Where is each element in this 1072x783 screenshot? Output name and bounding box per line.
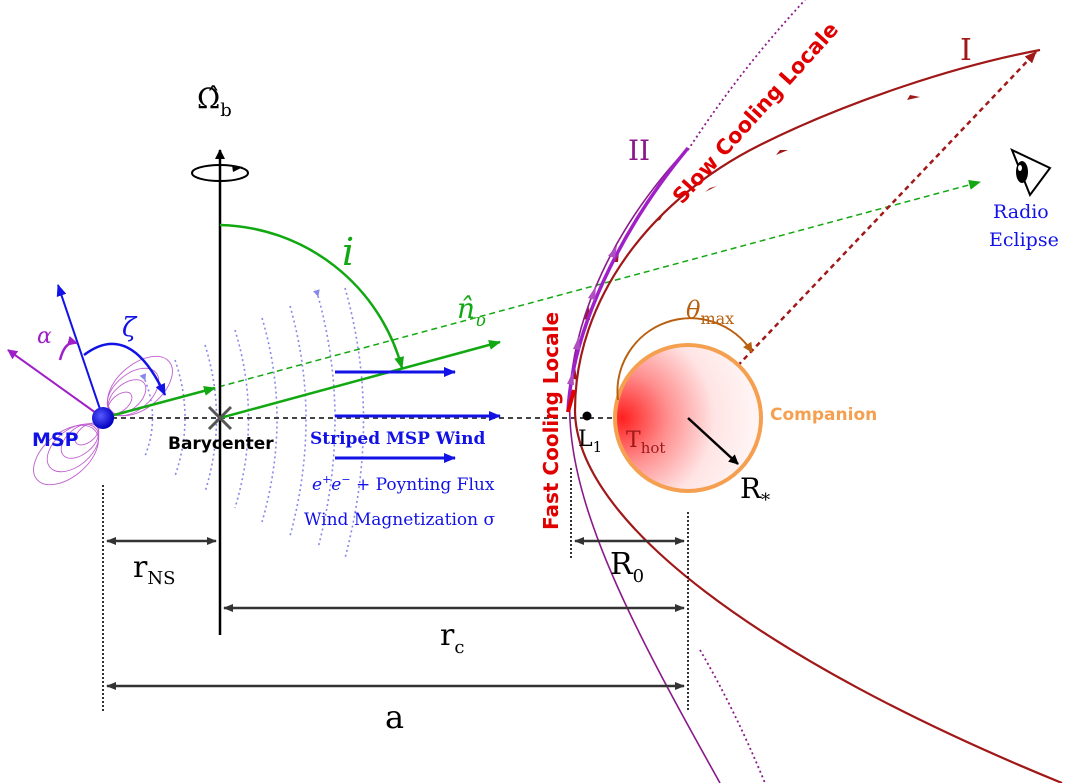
fast-cooling-tip (566, 389, 576, 413)
companion-label: Companion (770, 405, 877, 425)
dimension-guides (102, 468, 689, 712)
msp-label: MSP (32, 429, 79, 451)
zeta-arc (83, 342, 167, 396)
radio-label-2: Eclipse (989, 229, 1059, 251)
alpha-label: α (37, 324, 52, 349)
branch-two-curve (568, 147, 721, 783)
barycenter-label: Barycenter (168, 434, 274, 454)
wind-magnetization-label: Wind Magnetization σ (304, 510, 495, 530)
a-label: a (385, 698, 404, 736)
r-zero-label: R0 (610, 547, 644, 587)
l1-label: L1 (578, 427, 602, 456)
branch-one-label: I (960, 33, 972, 68)
r-ns-label: rNS (133, 550, 175, 589)
r-star-label: R* (740, 472, 770, 511)
inclination-arc (219, 223, 404, 369)
line-of-sight (102, 180, 981, 419)
eye-icon (1010, 148, 1052, 198)
l1-point (582, 411, 592, 421)
spin-axis (56, 284, 104, 419)
barycenter-marker (207, 405, 233, 431)
r-star-arrow (687, 417, 739, 465)
radio-label-1: Radio (993, 201, 1049, 223)
branch-one-curve (573, 48, 1063, 783)
branch-two-label: II (628, 134, 650, 167)
magnetic-axis (7, 349, 104, 419)
msp-star (92, 407, 114, 429)
t-hot-label: Thot (626, 428, 665, 457)
rotation-icon (191, 164, 249, 182)
wind-title: Striped MSP Wind (310, 429, 485, 449)
slow-cooling-label: Slow Cooling Locale (668, 17, 843, 208)
n-hat-label: n̂υ (457, 292, 486, 331)
wind-arcs (139, 287, 365, 559)
r-c-label: rc (440, 618, 464, 658)
zeta-label: ζ (122, 313, 138, 343)
msp-green-arrow (102, 386, 216, 420)
wind-flux-label: e+e− + Poynting Flux (312, 473, 495, 495)
branch-two-dotted (687, 0, 806, 151)
n-hat-arrow (219, 340, 501, 420)
inclination-label: i (342, 230, 354, 274)
fast-cooling-label: Fast Cooling Locale (539, 312, 563, 530)
theta-arc (616, 317, 753, 401)
branch-two-flow-arrows (567, 245, 617, 385)
alpha-arc (58, 335, 78, 361)
omega-label: Ω̂b (197, 82, 232, 121)
theta-label: θmax (686, 296, 734, 328)
branch-two-dotted-lower (699, 649, 766, 783)
line-to-one (687, 51, 1037, 419)
